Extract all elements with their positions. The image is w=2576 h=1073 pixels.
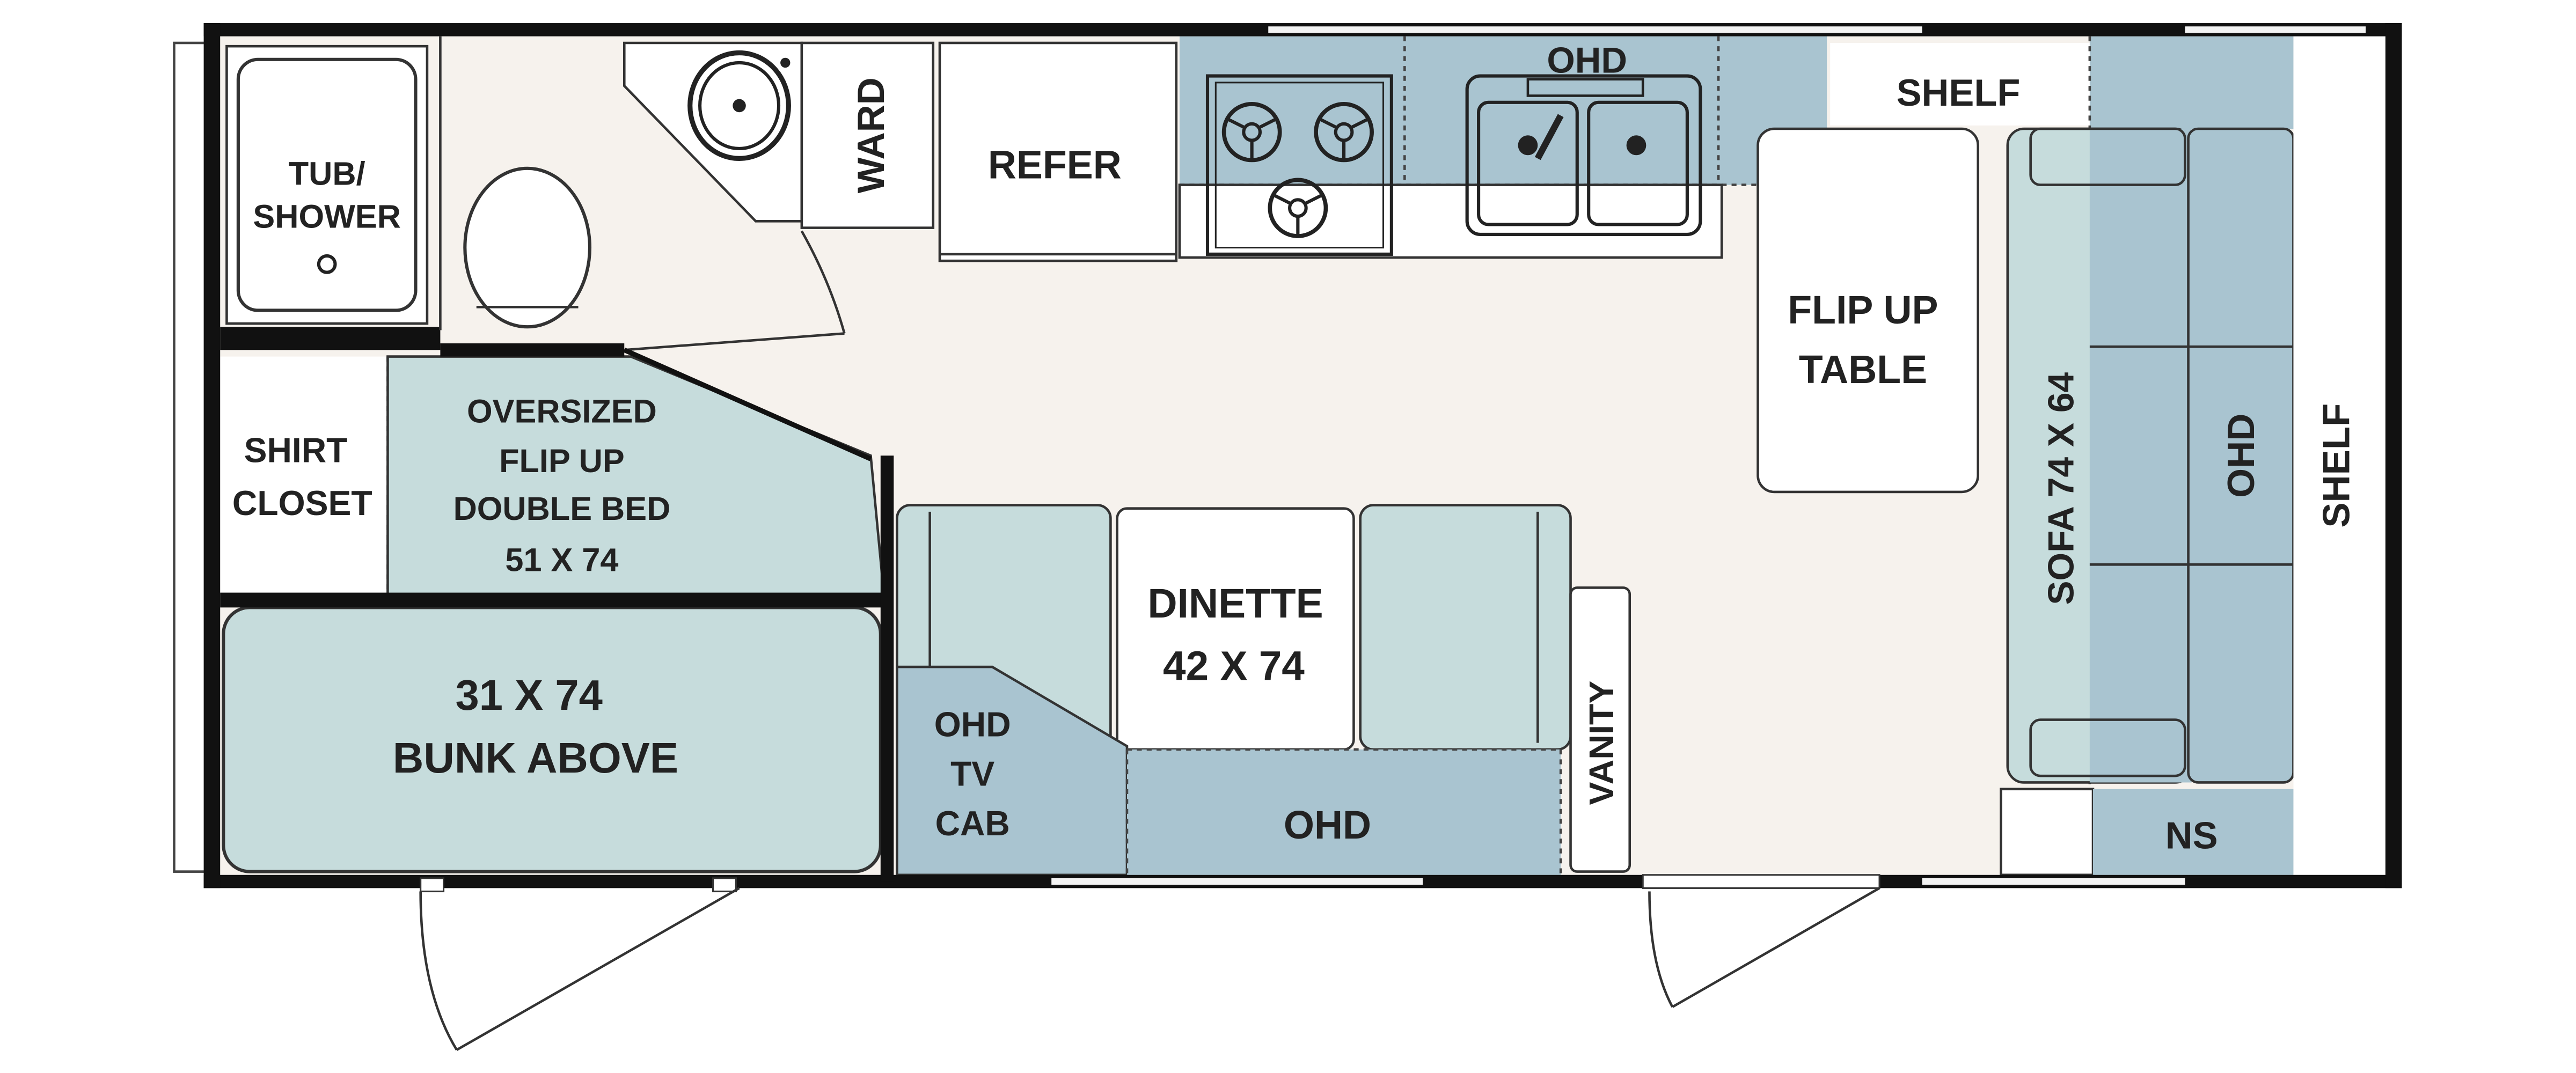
entry-door-bunk [419,877,740,1051]
sofa-arm-bottom [2029,718,2186,777]
dinette-label-line2: 42 X 74 [1163,644,1305,689]
sofa-arm-top [2029,127,2186,186]
double-bed-label-line3: DOUBLE BED [453,490,671,527]
bunk-label-line2: BUNK ABOVE [393,734,678,782]
window [2185,26,2366,33]
dinette-left-wall [880,455,894,882]
flip-table-label-line2: TABLE [1799,347,1927,392]
dinette-label-line1: DINETTE [1147,581,1323,627]
drain-icon [317,254,337,274]
toilet-icon [463,166,592,329]
tv-cab-label-line2: TV [950,754,994,793]
front-wall [203,23,221,888]
bunk-label-line1: 31 X 74 [456,671,603,719]
rear-shelf [2293,36,2385,875]
bed-partition [623,348,872,461]
shirt-closet [220,356,388,594]
drain-icon [1518,135,1646,156]
shelf-top-label: SHELF [1897,71,2021,114]
tv-cab-label-line1: OHD [934,705,1011,744]
bath-sink [623,41,803,223]
double-bed-label-line2: FLIP UP [499,443,625,480]
top-shelf [1830,43,2090,126]
stove-burner-icon [1314,102,1374,163]
stove-burner-icon [1268,178,1328,238]
dinette-ohd-label: OHD [1284,803,1371,847]
ward-label: WARD [850,77,892,193]
double-bed-label-line1: OVERSIZED [467,393,657,430]
window [1268,26,1922,33]
refrigerator [938,41,1178,262]
wardrobe [800,41,935,229]
bath-wall [440,343,625,357]
bathroom-door [624,230,846,351]
faucet-icon [1534,114,1564,160]
double-bed-label-line4: 51 X 74 [505,541,618,578]
tv-cab-label-line3: CAB [935,804,1010,843]
kitchen-overhead-cabinet [1179,36,1827,185]
sofa-back [2089,129,2192,783]
stove-top [1205,74,1393,256]
tub-shower-label-line2: SHOWER [253,198,400,235]
kitchen-counter [1178,183,1723,259]
flip-up-table [1757,127,1980,494]
tub-basin [236,57,418,312]
rear-shelf-label: SHELF [2315,403,2358,528]
bed-divider-wall [220,592,884,608]
ns-label: NS [2165,814,2218,856]
dinette-overhead-cabinet [1127,749,1561,875]
rear-wall [2385,23,2402,888]
stove-burner-icon [1221,102,1282,163]
shirt-closet-label-line1: SHIRT [244,431,348,469]
window [1922,878,2185,885]
shirt-closet-label-line2: CLOSET [232,484,372,523]
tub-shower-label-line1: TUB/ [289,155,365,192]
dinette-seat-right [1359,504,1572,751]
dinette-table [1116,507,1355,751]
vanity [1569,586,1631,873]
nightstand-left [2000,788,2095,877]
nightstand [2093,789,2294,875]
window [1051,878,1423,885]
sofa-label: SOFA 74 X 64 [2041,372,2081,605]
flip-table-label-line1: FLIP UP [1788,288,1938,332]
kitchen-ohd-label: OHD [1547,40,1627,80]
kitchen-sink [1465,74,1702,236]
vanity-label: VANITY [1582,681,1621,805]
refer-label: REFER [988,142,1122,187]
entry-door-main [1642,874,1880,1008]
top-right-cabinet [2089,36,2294,129]
bath-wall [220,327,441,350]
rear-ohd-label: OHD [2220,414,2262,498]
